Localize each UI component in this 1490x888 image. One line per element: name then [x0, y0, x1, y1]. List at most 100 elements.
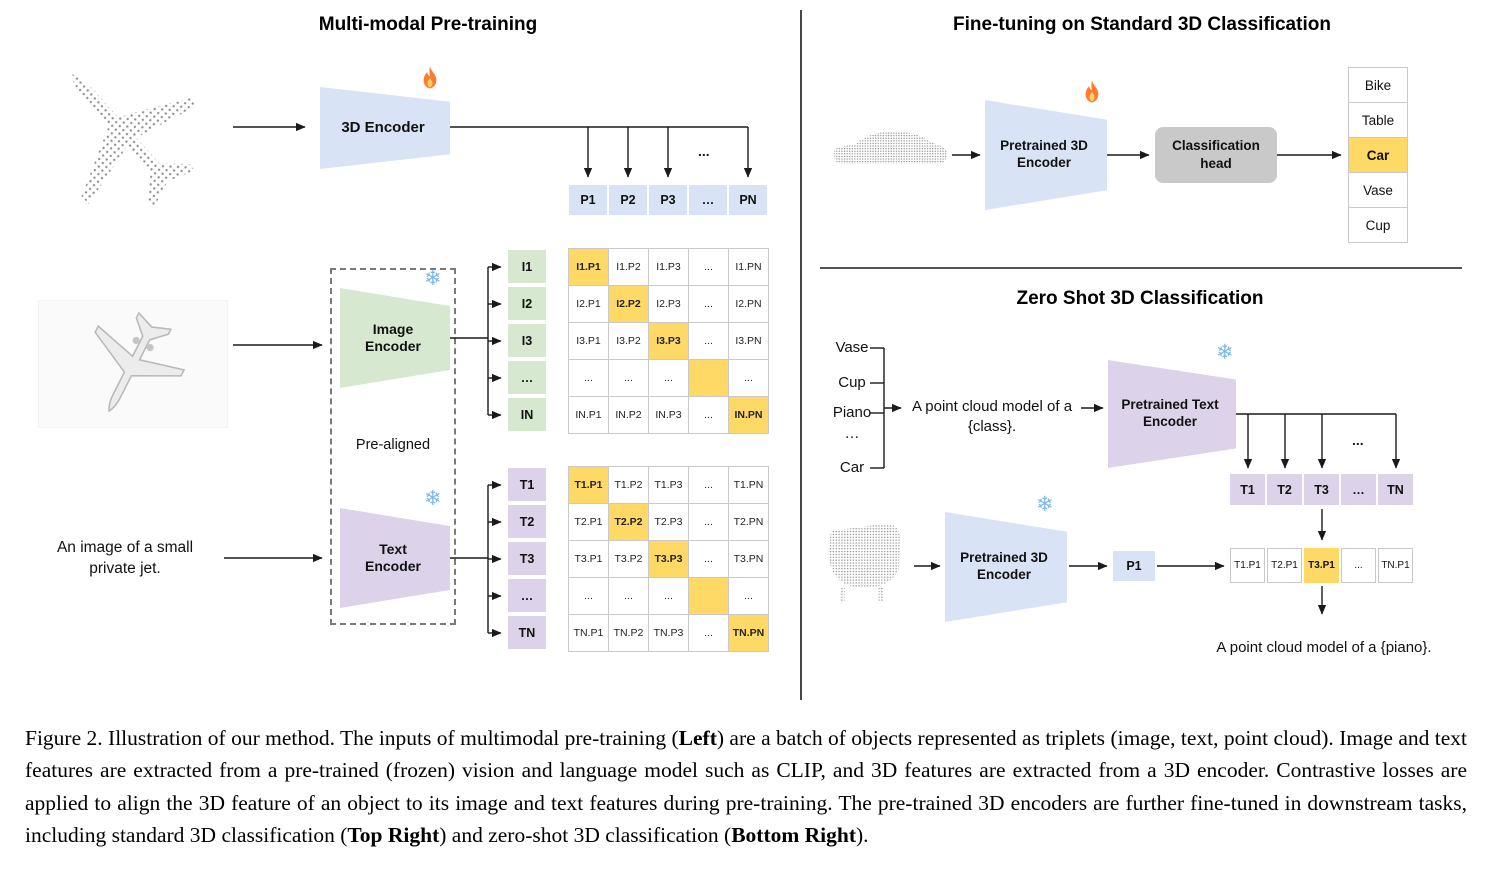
matrix-cell: ... — [569, 578, 609, 615]
t-cell: T2 — [1267, 474, 1302, 505]
t-label: T1 — [508, 468, 546, 501]
matrix-cell: T1.P2 — [609, 467, 649, 504]
matrix-cell — [689, 578, 729, 615]
matrix-cell: I2.P3 — [649, 286, 689, 323]
image-point-similarity-matrix: I1.P1 I1.P2 I1.P3 ... I1.PN I2.P1 I2.P2 … — [568, 248, 769, 434]
classification-result-list: Bike Table Car Vase Cup — [1348, 67, 1408, 243]
image-encoder-label: Image Encoder — [364, 320, 421, 355]
p-cell: P2 — [609, 185, 647, 215]
pretrained-3d-encoder-label: Pretrained 3D Encoder — [1000, 138, 1088, 170]
matrix-cell: I3.P1 — [569, 323, 609, 360]
i-label: I3 — [508, 324, 546, 357]
matrix-cell: ... — [609, 360, 649, 397]
p-cell: … — [689, 185, 727, 215]
caption-bold-bottom-right: Bottom Right — [731, 822, 857, 847]
text-feature-labels: T1 T2 T3 … TN — [508, 468, 546, 649]
matrix-cell: I1.P1 — [569, 249, 609, 286]
zs-class-cup: Cup — [838, 374, 866, 391]
classification-head: Classification head — [1155, 127, 1277, 183]
matrix-cell: ... — [649, 360, 689, 397]
matrix-cell: ... — [649, 578, 689, 615]
p-cell: PN — [729, 185, 767, 215]
class-item: Table — [1348, 102, 1408, 138]
p-feature-row: P1 P2 P3 … PN — [569, 185, 767, 215]
matrix-cell: TN.PN — [729, 615, 769, 652]
image-encoder: Image Encoder — [340, 288, 450, 388]
class-item: Cup — [1348, 207, 1408, 243]
matrix-cell: T2.P2 — [609, 504, 649, 541]
matrix-cell: TN.P2 — [609, 615, 649, 652]
pretrained-3d-encoder-zeroshot: Pretrained 3D Encoder — [945, 512, 1067, 622]
i-label: I1 — [508, 250, 546, 283]
pretrained-3d-encoder-zs-label: Pretrained 3D Encoder — [960, 550, 1048, 582]
zs-result-text: A point cloud model of a {piano}. — [1216, 639, 1432, 656]
matrix-cell: IN.P1 — [569, 397, 609, 434]
class-item: Vase — [1348, 172, 1408, 208]
matrix-cell: T3.P2 — [609, 541, 649, 578]
matrix-cell: I2.P1 — [569, 286, 609, 323]
t-cell: T1 — [1230, 474, 1265, 505]
snowflake-icon: ❄ — [424, 267, 442, 290]
result-cell: T2.P1 — [1267, 548, 1302, 583]
caption-part: Figure 2. Illustration of our method. Th… — [25, 726, 679, 750]
left-panel-title: Multi-modal Pre-training — [318, 14, 538, 35]
matrix-cell: ... — [569, 360, 609, 397]
matrix-cell: ... — [729, 360, 769, 397]
caption-bold-top-right: Top Right — [347, 822, 440, 847]
p-cell: P1 — [569, 185, 607, 215]
matrix-cell: IN.P2 — [609, 397, 649, 434]
matrix-cell: ... — [689, 541, 729, 578]
matrix-cell: I2.P2 — [609, 286, 649, 323]
matrix-cell: I3.P3 — [649, 323, 689, 360]
fire-icon — [416, 64, 444, 92]
p-cell: P3 — [649, 185, 687, 215]
matrix-cell: IN.P3 — [649, 397, 689, 434]
image-caption-text: An image of a small private jet. — [56, 539, 194, 577]
matrix-cell: TN.P3 — [649, 615, 689, 652]
branch-dots: ... — [698, 143, 710, 159]
text-encoder-label: Text Encoder — [364, 540, 421, 575]
i-label: I2 — [508, 287, 546, 320]
caption-part: ). — [856, 822, 869, 847]
matrix-cell: I3.P2 — [609, 323, 649, 360]
zs-text-feature-row: T1 T2 T3 … TN — [1230, 474, 1413, 505]
zs-class-piano: Piano — [832, 404, 872, 421]
matrix-cell: I1.P3 — [649, 249, 689, 286]
image-feature-labels: I1 I2 I3 … IN — [508, 250, 546, 431]
matrix-cell: ... — [689, 504, 729, 541]
matrix-cell: ... — [609, 578, 649, 615]
i-label: IN — [508, 398, 546, 431]
t-cell: … — [1341, 474, 1376, 505]
class-item-highlighted: Car — [1348, 137, 1408, 173]
top-right-title: Fine-tuning on Standard 3D Classificatio… — [953, 14, 1331, 35]
zs-class-car: Car — [839, 459, 865, 476]
matrix-cell: TN.P1 — [569, 615, 609, 652]
caption-bold-left: Left — [678, 726, 717, 750]
matrix-cell: T1.P3 — [649, 467, 689, 504]
text-encoder: Text Encoder — [340, 508, 450, 608]
matrix-cell: IN.PN — [729, 397, 769, 434]
matrix-cell: T3.P3 — [649, 541, 689, 578]
result-cell-highlighted: T3.P1 — [1304, 548, 1339, 583]
zs-result-row: T1.P1 T2.P1 T3.P1 ... TN.P1 — [1230, 548, 1413, 583]
t-cell: T3 — [1304, 474, 1339, 505]
pretrained-3d-encoder-finetune: Pretrained 3D Encoder — [985, 100, 1107, 210]
branch-dots: ... — [1352, 432, 1364, 448]
zs-p1-cell: P1 — [1113, 551, 1155, 581]
t-label: … — [508, 579, 546, 612]
snowflake-icon: ❄ — [1036, 493, 1054, 516]
caption-part: ) and zero-shot 3D classification ( — [439, 822, 732, 847]
encoder-3d: 3D Encoder — [320, 87, 450, 169]
bottom-right-title: Zero Shot 3D Classification — [1016, 288, 1264, 309]
zs-prompt-text: A point cloud model of a {class}. — [911, 398, 1073, 436]
pretrained-text-encoder-label: Pretrained Text Encoder — [1121, 397, 1219, 429]
caption-part: ) are a batch of objects represented as … — [25, 726, 1467, 847]
text-point-similarity-matrix: T1.P1 T1.P2 T1.P3 ... T1.PN T2.P1 T2.P2 … — [568, 466, 769, 652]
encoder-3d-label: 3D Encoder — [341, 118, 425, 136]
matrix-cell: ... — [689, 286, 729, 323]
t-label: T3 — [508, 542, 546, 575]
snowflake-icon: ❄ — [424, 487, 442, 510]
pre-aligned-label: Pre-aligned — [355, 437, 431, 453]
t-label: T2 — [508, 505, 546, 538]
